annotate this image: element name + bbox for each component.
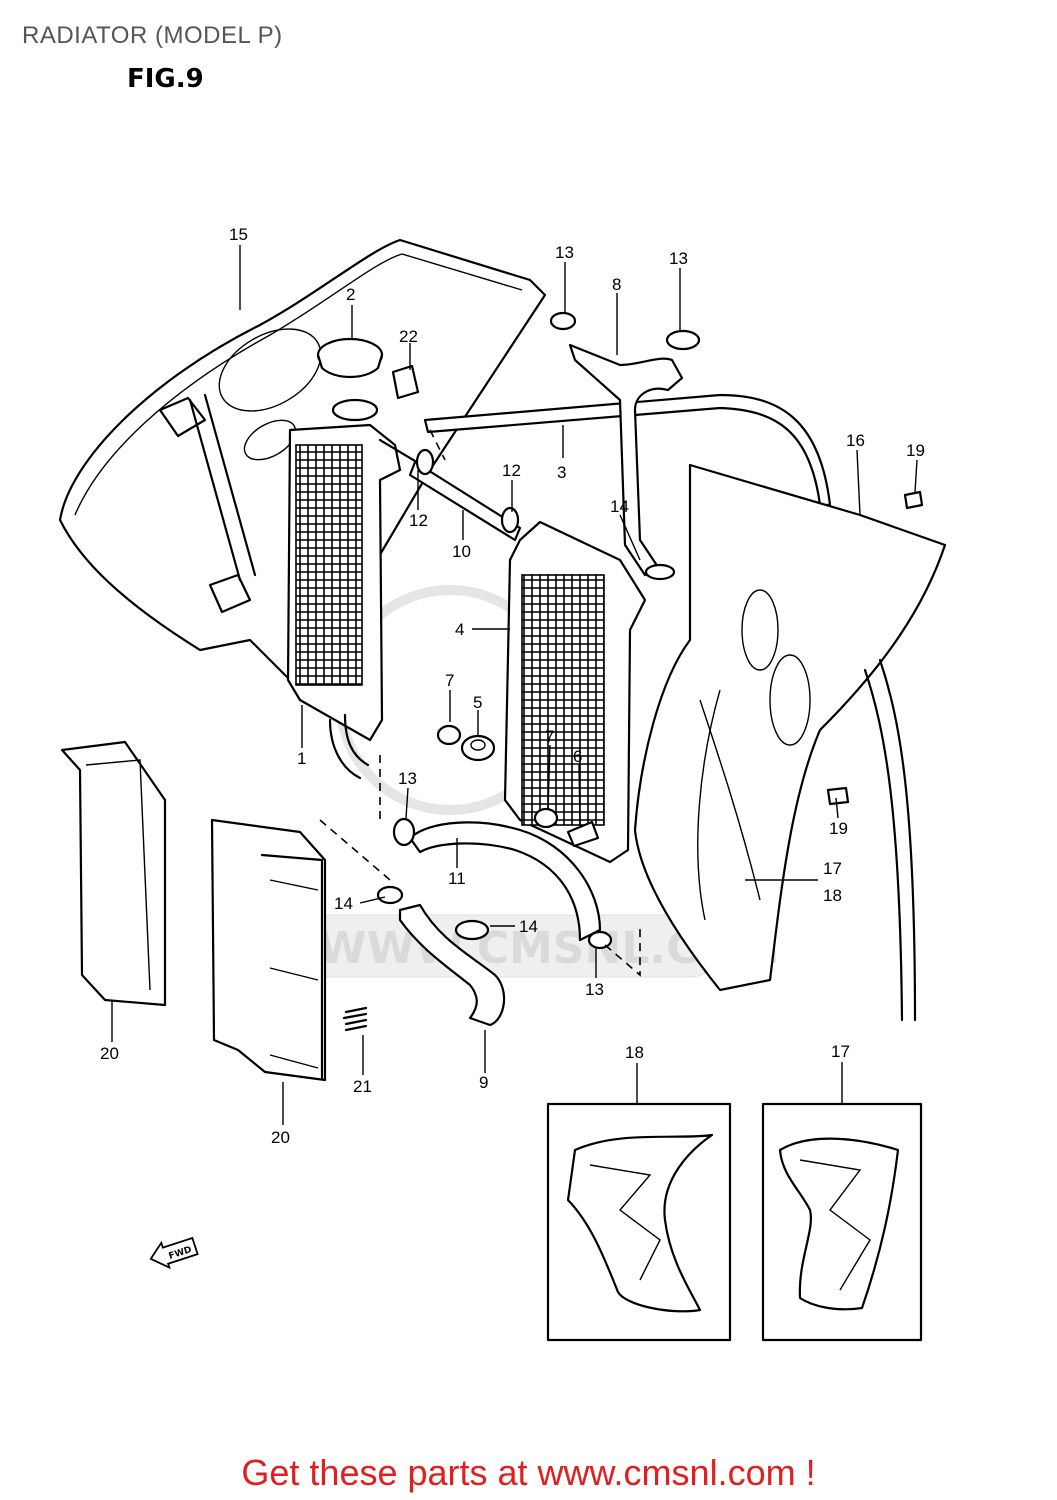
callout-14: 14 bbox=[610, 497, 629, 516]
callout-16: 16 bbox=[846, 431, 865, 450]
callout-7: 7 bbox=[445, 671, 454, 690]
callout-22: 22 bbox=[399, 327, 418, 346]
callout-21: 21 bbox=[353, 1077, 372, 1096]
radiator-right-part-4[interactable] bbox=[503, 520, 647, 864]
callout-17: 17 bbox=[831, 1042, 850, 1061]
callout-19: 19 bbox=[829, 819, 848, 838]
callout-14: 14 bbox=[334, 894, 353, 913]
bolt-part-19[interactable] bbox=[826, 490, 924, 806]
radiator-guard-part-20-left[interactable] bbox=[60, 740, 167, 1007]
callout-11: 11 bbox=[448, 869, 466, 888]
radiator-left-part-1[interactable] bbox=[286, 398, 432, 780]
hose-clamps[interactable] bbox=[376, 311, 701, 950]
figure-number: FIG.9 bbox=[127, 64, 204, 94]
callout-19: 19 bbox=[906, 441, 925, 460]
callout-15: 15 bbox=[229, 225, 248, 244]
forward-direction-arrow: FWD bbox=[149, 1236, 199, 1270]
emblem-part-18[interactable] bbox=[546, 1102, 732, 1342]
footer-link[interactable]: Get these parts at www.cmsnl.com ! bbox=[0, 1452, 1057, 1494]
callout-1: 1 bbox=[297, 749, 306, 768]
callout-13: 13 bbox=[585, 980, 604, 999]
emblem-part-17[interactable] bbox=[761, 1102, 923, 1342]
callout-20: 20 bbox=[271, 1128, 290, 1147]
callout-13: 13 bbox=[398, 769, 417, 788]
radiator-guard-part-20-right[interactable] bbox=[210, 818, 327, 1082]
callout-7: 7 bbox=[545, 727, 554, 746]
grommet-part-5[interactable] bbox=[460, 734, 496, 762]
bolt-part-6[interactable] bbox=[566, 820, 600, 848]
callout-13: 13 bbox=[669, 249, 688, 268]
callout-18: 18 bbox=[823, 886, 842, 905]
page-title: RADIATOR (MODEL P) bbox=[22, 22, 283, 49]
callout-6: 6 bbox=[573, 747, 582, 766]
assembly-guide-lines bbox=[319, 429, 641, 977]
hose-part-9[interactable] bbox=[398, 903, 506, 1027]
part-callouts: 15 2 22 13 8 13 16 19 3 12 12 14 10 4 7 … bbox=[100, 225, 925, 1147]
washer-part-7[interactable] bbox=[436, 724, 559, 829]
radiator-cap-part-2[interactable] bbox=[316, 337, 384, 378]
callout-18: 18 bbox=[625, 1043, 644, 1062]
callout-13: 13 bbox=[555, 243, 574, 262]
footer-link-text[interactable]: Get these parts at www.cmsnl.com ! bbox=[241, 1452, 816, 1493]
hose-part-10[interactable] bbox=[408, 460, 522, 542]
spring-part-21[interactable] bbox=[342, 1006, 368, 1032]
hose-part-11[interactable] bbox=[408, 821, 602, 942]
radiator-shroud-part-16[interactable] bbox=[633, 463, 947, 1022]
callout-8: 8 bbox=[612, 275, 621, 294]
callout-17: 17 bbox=[823, 859, 842, 878]
pad-part-22[interactable] bbox=[391, 364, 420, 400]
callout-9: 9 bbox=[479, 1073, 488, 1092]
leader-lines bbox=[111, 245, 918, 1125]
hose-part-8[interactable] bbox=[568, 343, 684, 577]
callout-12: 12 bbox=[409, 511, 428, 530]
callout-12: 12 bbox=[502, 461, 521, 480]
callout-10: 10 bbox=[452, 542, 471, 561]
callout-2: 2 bbox=[346, 285, 355, 304]
callout-4: 4 bbox=[455, 620, 464, 639]
callout-5: 5 bbox=[473, 693, 482, 712]
callout-14: 14 bbox=[519, 917, 538, 936]
callout-3: 3 bbox=[557, 463, 566, 482]
callout-20: 20 bbox=[100, 1044, 119, 1063]
